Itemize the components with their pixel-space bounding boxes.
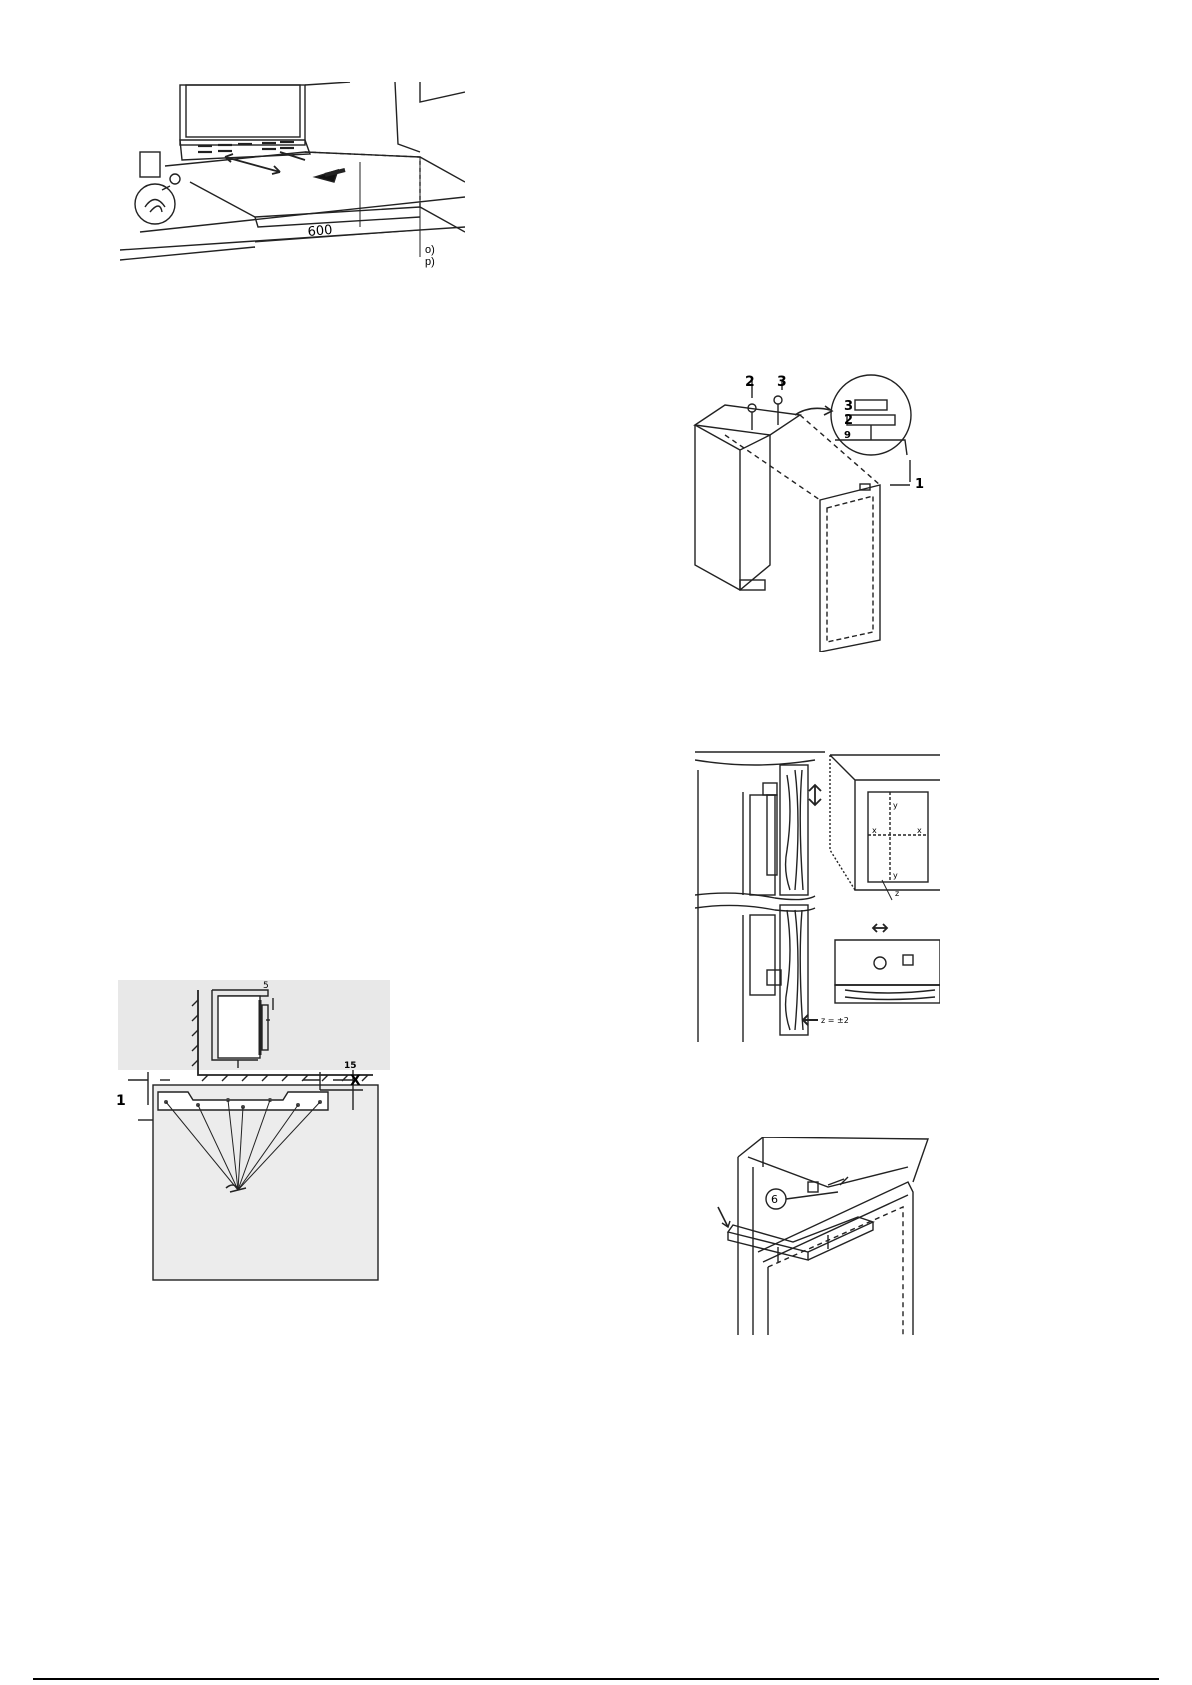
- label-x-left: x: [872, 826, 877, 835]
- callout-2-detail: 2: [844, 413, 853, 428]
- dimension-5: 5: [263, 981, 269, 991]
- label-y-top: y: [893, 801, 898, 810]
- figure-fixing-template: 5 15 X 1: [108, 980, 408, 1287]
- label-x-right: x: [917, 826, 922, 835]
- figure-plinth-installation: 600: [120, 82, 465, 274]
- mark-x: X: [350, 1073, 361, 1089]
- callout-3-detail: 3: [844, 399, 853, 414]
- label-z-tolerance: z = ±2: [821, 1016, 849, 1025]
- label-y-bottom: y: [893, 871, 898, 880]
- figure1-mark-p: p): [425, 256, 435, 268]
- callout-6: 6: [771, 1193, 778, 1206]
- callout-9-detail: 9: [844, 430, 851, 441]
- figure-top-trim: 6: [708, 1137, 938, 1335]
- dimension-600: 600: [307, 223, 333, 240]
- callout-2: 2: [745, 374, 755, 390]
- callout-1: 1: [116, 1093, 126, 1109]
- callout-1: 1: [915, 477, 924, 492]
- dimension-15: 15: [344, 1061, 357, 1071]
- figure-hinge-adjustment: y x x y z z = ±2: [695, 750, 940, 1042]
- figure-door-panel-mounting: 2 3 3 2 9 1: [685, 370, 945, 652]
- label-z: z: [895, 889, 899, 898]
- page-footer-rule: [33, 1678, 1159, 1680]
- callout-3: 3: [777, 374, 787, 390]
- figure1-mark-o: o): [425, 244, 435, 256]
